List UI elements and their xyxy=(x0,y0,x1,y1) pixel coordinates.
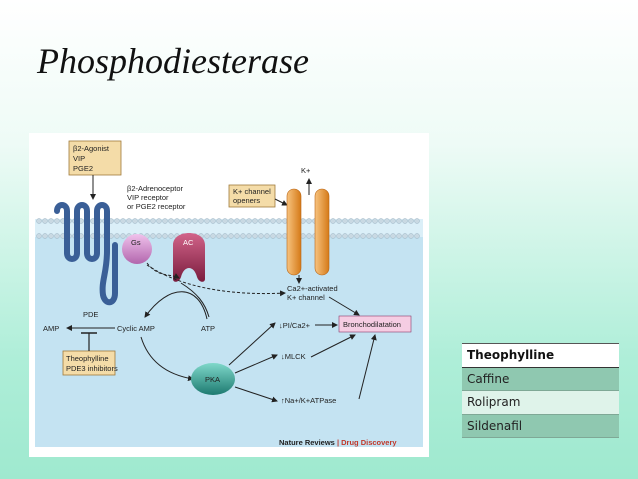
cyclic-amp-label: Cyclic AMP xyxy=(117,324,155,333)
pka: PKA xyxy=(191,363,235,395)
cell-interior xyxy=(35,237,423,447)
svg-text:AC: AC xyxy=(183,238,194,247)
k-channel xyxy=(286,188,330,276)
pde-inhibitor-table: Theophylline Caffine Rolipram Sildenafil xyxy=(462,343,619,438)
svg-text:β2-Adrenoceptor: β2-Adrenoceptor xyxy=(127,184,184,193)
cell-membrane xyxy=(35,218,423,239)
figure-credit: Nature Reviews | Drug Discovery xyxy=(279,438,397,447)
svg-text:PDE3 inhibitors: PDE3 inhibitors xyxy=(66,364,118,373)
pathway-diagram: β2-Agonist VIP PGE2 β2-Adrenoceptor VIP … xyxy=(29,133,429,457)
svg-text:VIP receptor: VIP receptor xyxy=(127,193,169,202)
svg-text:or PGE2 receptor: or PGE2 receptor xyxy=(127,202,186,211)
table-header: Theophylline xyxy=(462,344,619,368)
table-row: Sildenafil xyxy=(462,414,619,438)
pde-label: PDE xyxy=(83,310,98,319)
pathway-figure: β2-Agonist VIP PGE2 β2-Adrenoceptor VIP … xyxy=(29,133,429,457)
table-row: Rolipram xyxy=(462,391,619,415)
k-channel-openers-box: K+ channel openers xyxy=(228,184,276,208)
k-ion-label: K+ xyxy=(301,166,311,175)
amp-label: AMP xyxy=(43,324,59,333)
beta2-receptor xyxy=(54,202,118,306)
mlck-label: ↓MLCK xyxy=(281,352,306,361)
receptor-label: β2-Adrenoceptor VIP receptor or PGE2 rec… xyxy=(127,184,186,211)
svg-text:β2-Agonist: β2-Agonist xyxy=(73,144,110,153)
svg-text:K+ channel: K+ channel xyxy=(233,187,271,196)
svg-text:PGE2: PGE2 xyxy=(73,164,93,173)
ca-activated-k-channel-label: Ca2+-activated K+ channel xyxy=(287,284,338,302)
bronchodilatation-box: Bronchodilatation xyxy=(338,315,412,333)
svg-text:openers: openers xyxy=(233,196,260,205)
svg-text:Gs: Gs xyxy=(131,238,141,247)
theophylline-box: Theophylline PDE3 inhibitors xyxy=(62,350,118,376)
svg-text:PKA: PKA xyxy=(205,375,220,384)
svg-text:VIP: VIP xyxy=(73,154,85,163)
agonist-box: β2-Agonist VIP PGE2 xyxy=(68,140,122,176)
table-row: Caffine xyxy=(462,367,619,391)
svg-text:Bronchodilatation: Bronchodilatation xyxy=(343,320,401,329)
svg-text:Theophylline: Theophylline xyxy=(66,354,109,363)
slide-title: Phosphodiesterase xyxy=(37,41,309,81)
svg-text:K+ channel: K+ channel xyxy=(287,293,325,302)
svg-text:Nature Reviews | Drug Discover: Nature Reviews | Drug Discovery xyxy=(279,438,397,447)
pi-ca-label: ↓PI/Ca2+ xyxy=(279,321,311,330)
adenylyl-cyclase: AC xyxy=(173,233,205,282)
na-k-atpase-label: ↑Na+/K+ATPase xyxy=(281,396,336,405)
atp-label: ATP xyxy=(201,324,215,333)
gs-protein: Gs xyxy=(122,234,152,264)
svg-text:Ca2+-activated: Ca2+-activated xyxy=(287,284,338,293)
